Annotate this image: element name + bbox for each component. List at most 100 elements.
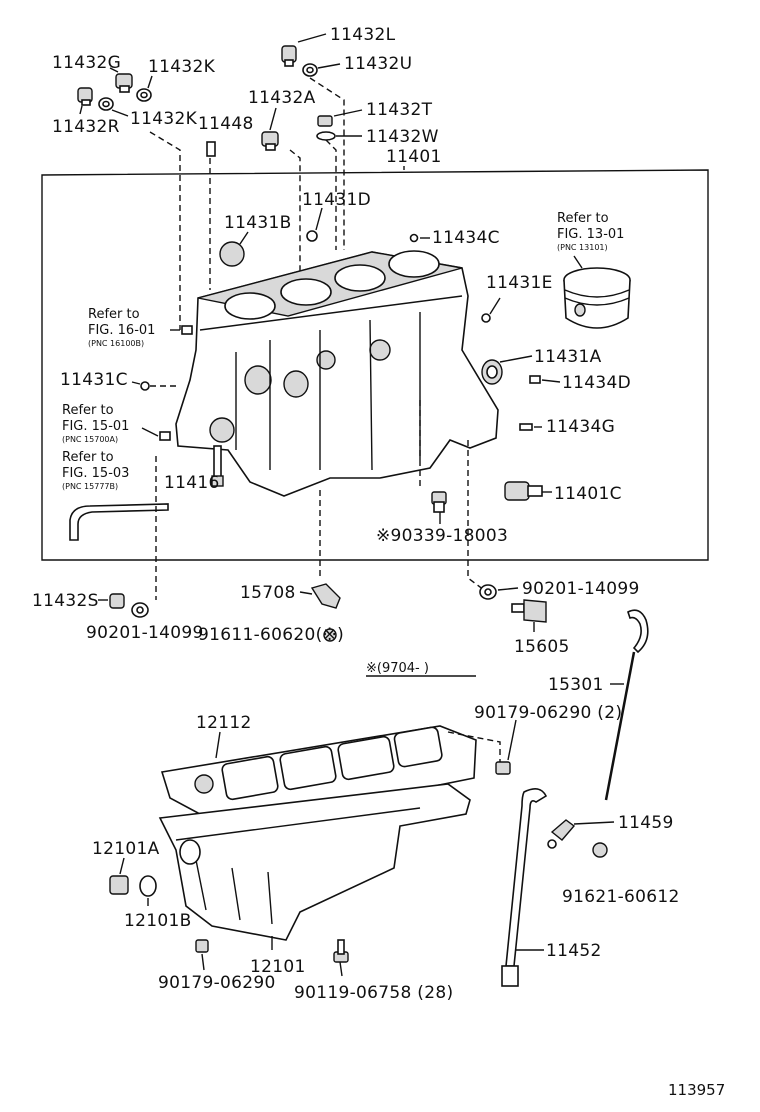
label-11434C[interactable]: 11434C <box>432 228 500 248</box>
svg-text:FIG. 15-03: FIG. 15-03 <box>62 466 129 481</box>
label-11432U[interactable]: 11432U <box>344 54 412 74</box>
label-11431C[interactable]: 11431C <box>60 370 128 390</box>
part-11432T-plug[interactable] <box>317 115 333 127</box>
label-11432K-mid[interactable]: 11432K <box>130 109 198 129</box>
part-11432G-plug[interactable] <box>115 73 133 93</box>
part-12101B-gasket[interactable] <box>139 875 157 897</box>
svg-text:FIG. 15-01: FIG. 15-01 <box>62 419 129 434</box>
label-11448[interactable]: 11448 <box>198 114 254 134</box>
part-11459-bracket[interactable] <box>547 819 576 849</box>
svg-text:Refer to: Refer to <box>62 450 114 465</box>
part-11434C-pin[interactable] <box>409 233 419 243</box>
label-91611-60620[interactable]: 91611-60620(※) <box>198 625 344 645</box>
svg-text:Refer to: Refer to <box>557 211 609 226</box>
label-90339-18003[interactable]: ※90339-18003 <box>376 526 508 546</box>
label-12101A[interactable]: 12101A <box>92 839 160 859</box>
label-11401C[interactable]: 11401C <box>554 484 622 504</box>
label-91621-60612[interactable]: 91621-60612 <box>562 887 680 907</box>
label-11432L[interactable]: 11432L <box>330 25 396 45</box>
label-11432S[interactable]: 11432S <box>32 591 99 611</box>
label-11432R[interactable]: 11432R <box>52 117 120 137</box>
part-11416-stud[interactable] <box>211 445 224 487</box>
part-11452-dipstick-guide[interactable] <box>501 788 548 987</box>
part-11432L-plug[interactable] <box>281 45 297 67</box>
part-90201-14099-washer-left[interactable] <box>131 602 149 618</box>
part-91621-60612-bolt[interactable] <box>592 842 608 858</box>
svg-text:(PNC 15700A): (PNC 15700A) <box>62 435 118 444</box>
ref-fig-16-01[interactable]: Refer to FIG. 16-01 (PNC 16100B) <box>88 307 155 348</box>
label-11434D[interactable]: 11434D <box>562 373 631 393</box>
part-11401C-sensor[interactable] <box>504 481 543 501</box>
part-11432K-washer-top[interactable] <box>136 88 152 102</box>
label-15301[interactable]: 15301 <box>548 675 604 695</box>
part-15605-relief-valve[interactable] <box>511 599 547 623</box>
label-15605[interactable]: 15605 <box>514 637 570 657</box>
part-90339-18003-pin[interactable] <box>431 491 447 513</box>
label-12112[interactable]: 12112 <box>196 713 252 733</box>
svg-text:Refer to: Refer to <box>88 307 140 322</box>
part-11432U-washer[interactable] <box>302 63 318 77</box>
block-group-frame <box>41 169 709 561</box>
svg-text:FIG. 16-01: FIG. 16-01 <box>88 323 155 338</box>
svg-text:(PNC 16100B): (PNC 16100B) <box>88 339 144 348</box>
label-11431D[interactable]: 11431D <box>302 190 371 210</box>
label-12101[interactable]: 12101 <box>250 957 306 977</box>
label-11452[interactable]: 11452 <box>546 941 602 961</box>
part-11431B-plug[interactable] <box>219 241 245 267</box>
piston[interactable] <box>563 267 631 329</box>
part-15301-dipstick[interactable] <box>604 609 649 801</box>
part-11432S-plug[interactable] <box>109 593 125 609</box>
ref-fig-13-01[interactable]: Refer to FIG. 13-01 (PNC 13101) <box>557 211 624 252</box>
cylinder-block[interactable] <box>175 250 499 497</box>
svg-text:FIG. 13-01: FIG. 13-01 <box>557 227 624 242</box>
applicability-note: ※(9704- ) <box>366 661 429 676</box>
part-16-01-pin <box>181 325 193 335</box>
svg-text:(PNC 15777B): (PNC 15777B) <box>62 482 118 491</box>
label-90179-06290[interactable]: 90179-06290 <box>158 973 276 993</box>
label-11432K-top[interactable]: 11432K <box>148 57 216 77</box>
part-15708-oil-jet[interactable] <box>310 583 341 609</box>
label-90179-06290-2[interactable]: 90179-06290 (2) <box>474 703 622 723</box>
part-11434D-pin[interactable] <box>529 375 541 384</box>
label-11434G[interactable]: 11434G <box>546 417 615 437</box>
label-15708[interactable]: 15708 <box>240 583 296 603</box>
part-11448-pin[interactable] <box>206 141 216 157</box>
part-12112-oil-pan-gasket[interactable] <box>160 725 477 829</box>
svg-text:Refer to: Refer to <box>62 403 114 418</box>
part-90179-06290-nut[interactable] <box>195 939 209 953</box>
part-11432A-plug[interactable] <box>261 131 279 151</box>
label-11431B[interactable]: 11431B <box>224 213 292 233</box>
label-11401[interactable]: 11401 <box>386 147 442 167</box>
label-11432W[interactable]: 11432W <box>366 127 439 147</box>
part-90119-06758-bolt[interactable] <box>333 939 349 963</box>
part-12101A-drain-plug[interactable] <box>109 875 129 895</box>
label-12101B[interactable]: 12101B <box>124 911 192 931</box>
label-11432A[interactable]: 11432A <box>248 88 316 108</box>
part-12101-oil-pan[interactable] <box>158 783 471 941</box>
part-11432R-plug[interactable] <box>77 87 93 106</box>
part-90201-14099-washer-right[interactable] <box>479 584 497 600</box>
label-90201-14099-right[interactable]: 90201-14099 <box>522 579 640 599</box>
label-90201-14099-left[interactable]: 90201-14099 <box>86 623 204 643</box>
part-11432W-washer[interactable] <box>316 131 336 141</box>
oil-tube <box>69 503 169 541</box>
part-11431D-plug[interactable] <box>306 230 318 242</box>
label-11431A[interactable]: 11431A <box>534 347 602 367</box>
label-11416[interactable]: 11416 <box>164 473 220 493</box>
label-11432G[interactable]: 11432G <box>52 53 121 73</box>
part-11432K-washer-mid[interactable] <box>98 97 114 111</box>
label-11432T[interactable]: 11432T <box>366 100 433 120</box>
label-90119-06758[interactable]: 90119-06758 (28) <box>294 983 453 1003</box>
part-11431E-plug[interactable] <box>481 313 491 323</box>
svg-text:(PNC 13101): (PNC 13101) <box>557 243 608 252</box>
part-90179-06290-nut-2[interactable] <box>495 761 511 775</box>
part-11431A-plug[interactable] <box>481 359 503 385</box>
part-11434G-pin[interactable] <box>519 423 533 431</box>
label-11431E[interactable]: 11431E <box>486 273 553 293</box>
ref-fig-15-03[interactable]: Refer to FIG. 15-03 (PNC 15777B) <box>62 450 129 491</box>
part-11431C-plug[interactable] <box>140 381 150 391</box>
part-91611-60620-bolt[interactable] <box>323 628 337 642</box>
ref-fig-15-01[interactable]: Refer to FIG. 15-01 (PNC 15700A) <box>62 403 129 444</box>
label-11459[interactable]: 11459 <box>618 813 674 833</box>
